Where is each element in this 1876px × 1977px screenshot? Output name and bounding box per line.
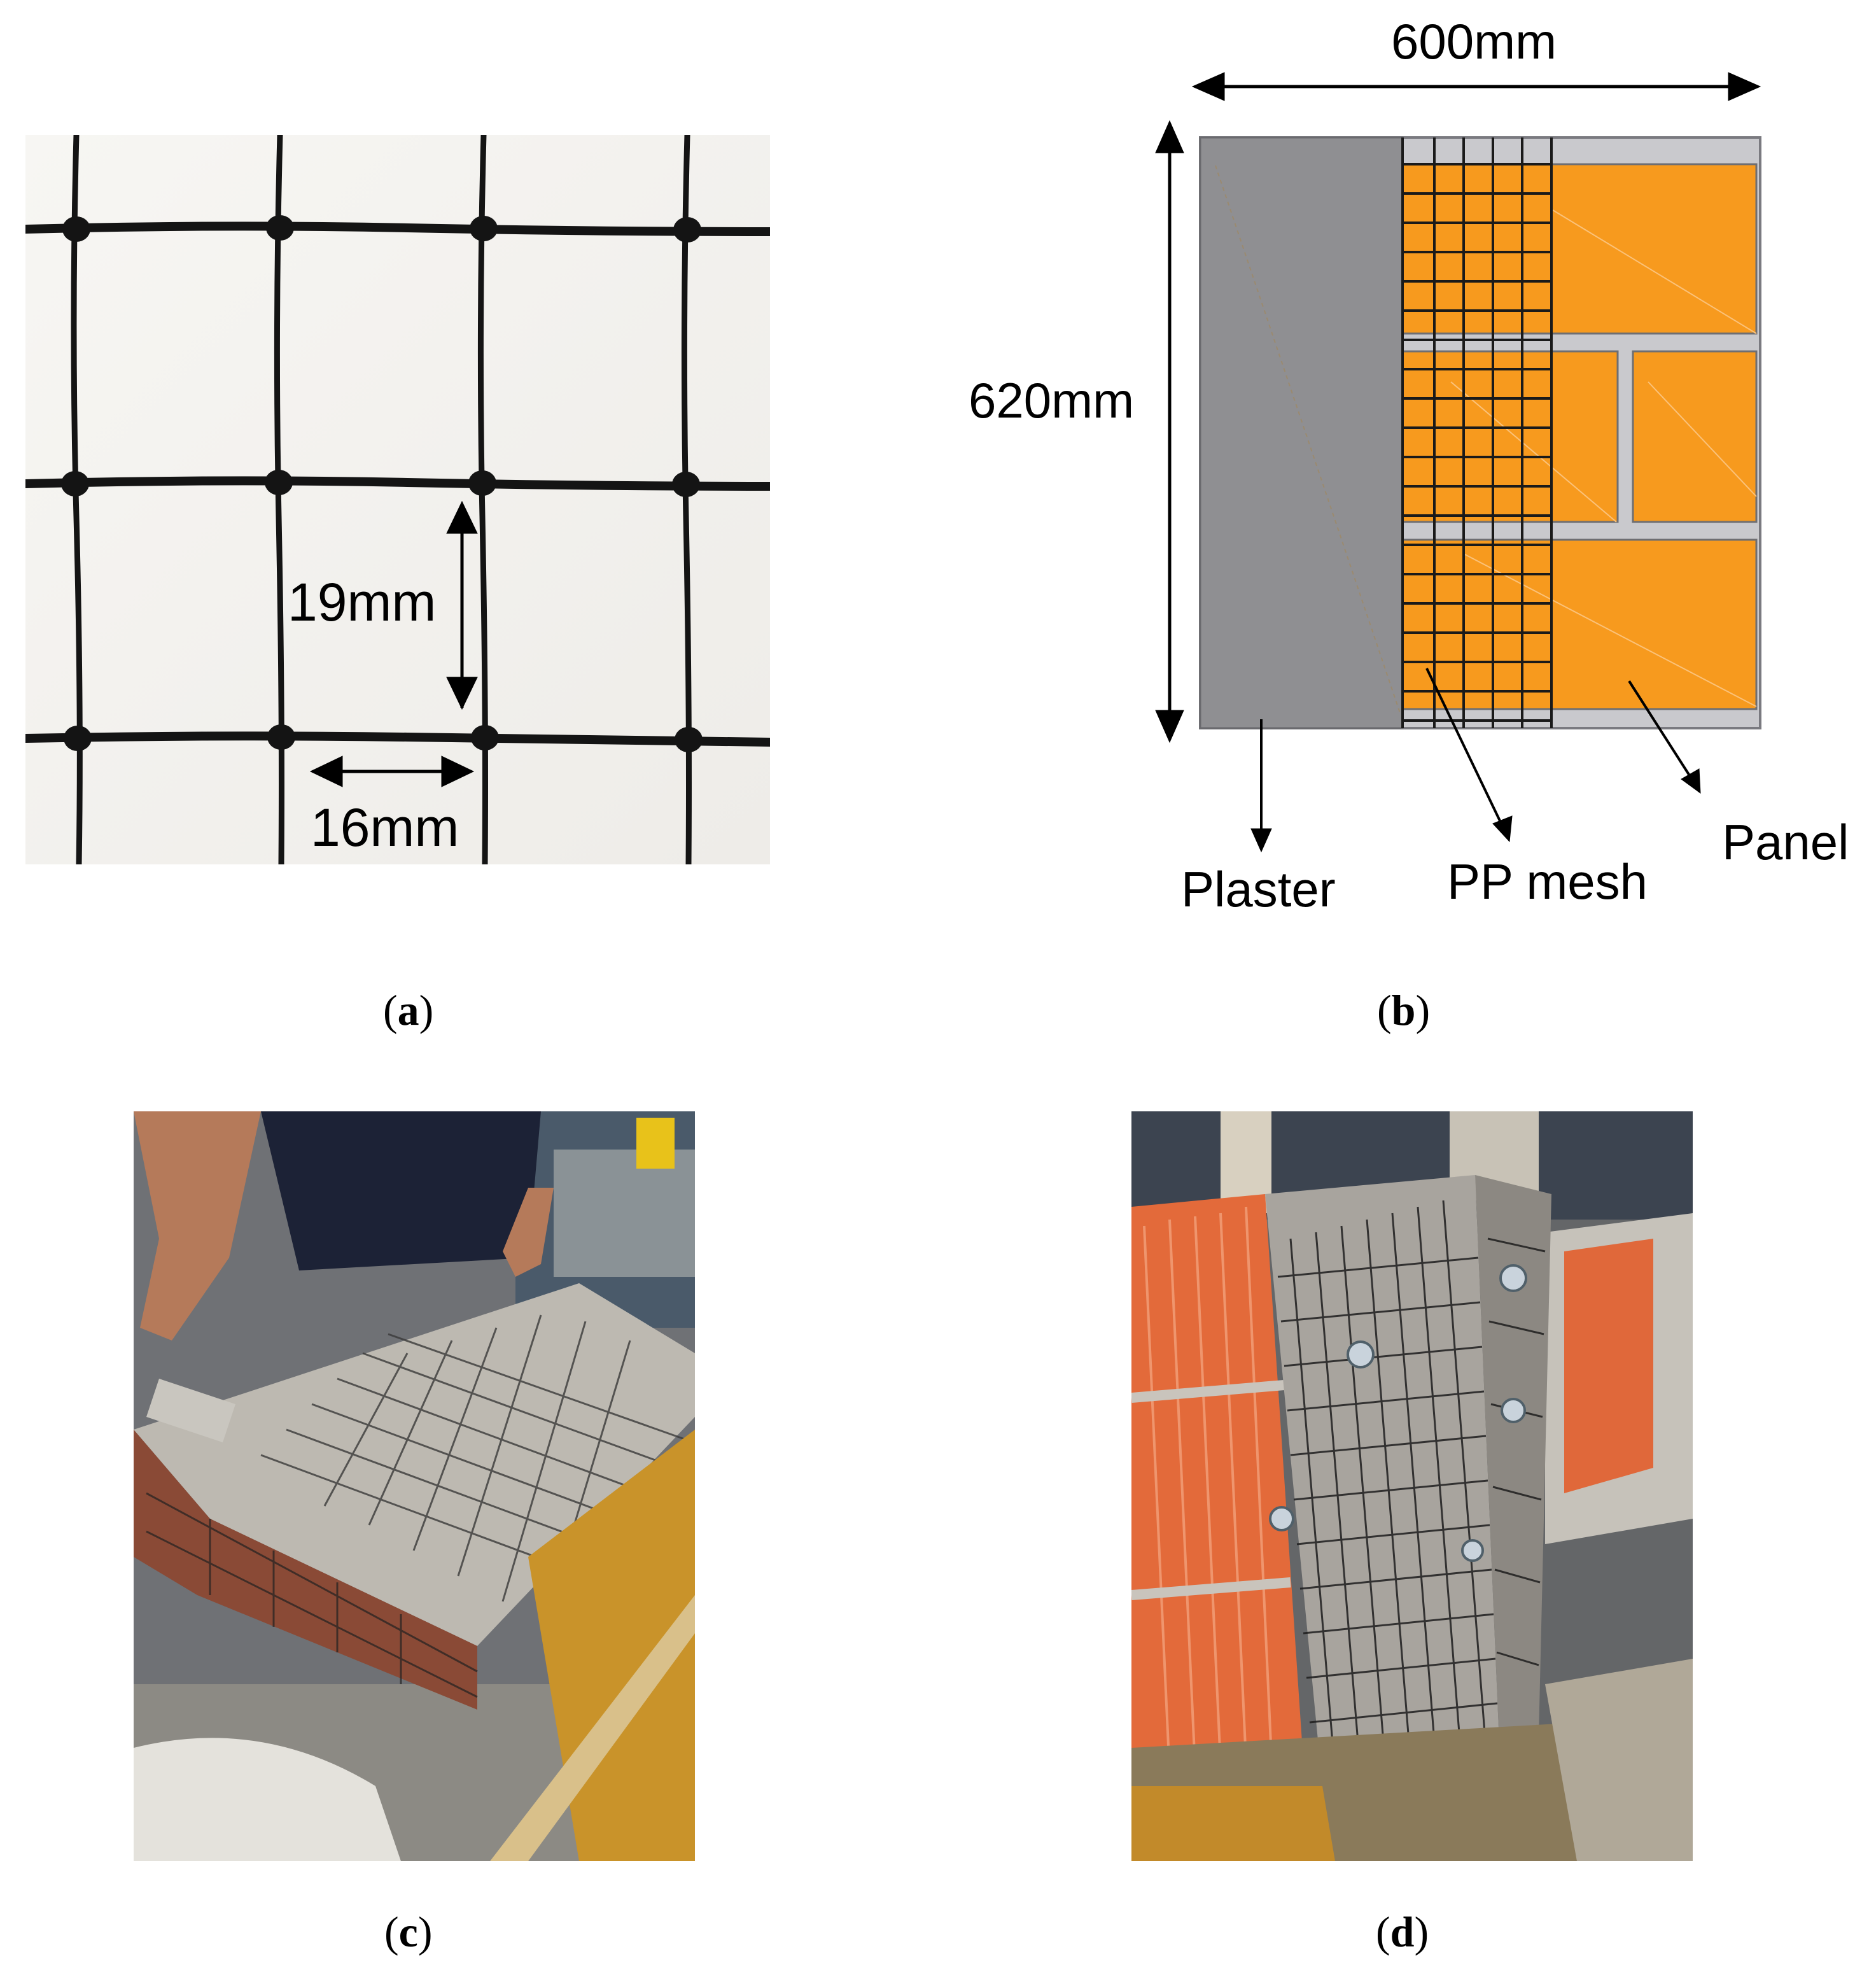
label-panel: Panel bbox=[1722, 814, 1849, 870]
bricks bbox=[1399, 163, 1758, 710]
leader-panel bbox=[1628, 680, 1701, 794]
plastering-scene bbox=[134, 1111, 695, 1861]
leader-mesh bbox=[1425, 668, 1513, 843]
dim-arrow-vertical bbox=[446, 500, 478, 710]
caption-c: (c) bbox=[384, 1908, 433, 1956]
plastering-photo bbox=[134, 1111, 695, 1861]
dim-arrow-620 bbox=[1155, 120, 1184, 743]
mesh-closeup-photo: 19mm 16mm bbox=[25, 135, 770, 864]
retrofit-schematic bbox=[1155, 72, 1761, 853]
caption-d: (d) bbox=[1376, 1908, 1429, 1956]
plaster-layer bbox=[1199, 136, 1404, 729]
pp-mesh bbox=[1401, 137, 1553, 728]
column-scene bbox=[1131, 1111, 1693, 1861]
dim-label-19mm: 19mm bbox=[288, 572, 437, 632]
label-plaster: Plaster bbox=[1181, 861, 1336, 917]
dim-arrow-horizontal bbox=[309, 756, 475, 787]
dim-label-620mm: 620mm bbox=[969, 372, 1135, 428]
dim-label-600mm: 600mm bbox=[1391, 13, 1557, 69]
leader-plaster bbox=[1250, 719, 1272, 853]
column-photo bbox=[1131, 1111, 1693, 1861]
dim-label-16mm: 16mm bbox=[311, 798, 459, 857]
dim-arrow-600 bbox=[1191, 72, 1761, 101]
caption-a: (a) bbox=[383, 986, 434, 1034]
mesh-grid-drawing bbox=[25, 135, 770, 864]
label-pp-mesh: PP mesh bbox=[1447, 854, 1648, 910]
caption-b: (b) bbox=[1377, 986, 1431, 1034]
